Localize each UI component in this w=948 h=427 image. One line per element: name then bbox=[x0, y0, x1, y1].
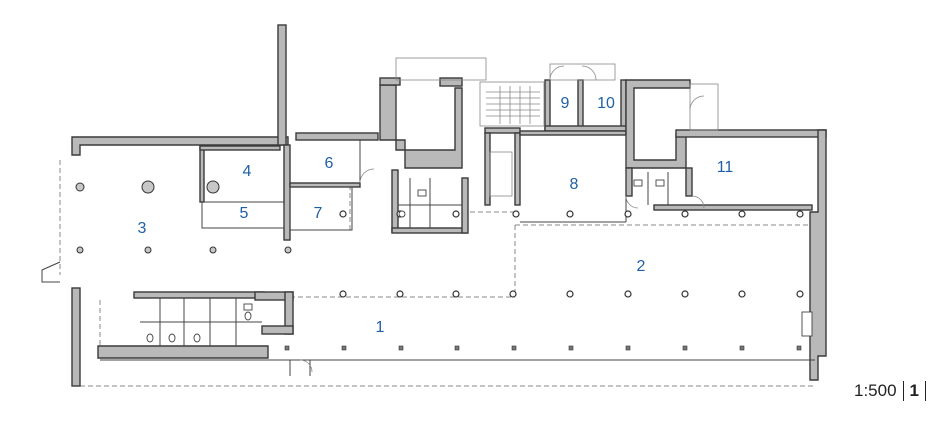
toilet-fixture bbox=[244, 311, 252, 321]
sink-fixture bbox=[417, 189, 427, 197]
sink-fixture bbox=[633, 179, 643, 187]
dashed-boundaries bbox=[59, 160, 815, 387]
room-label-7: 7 bbox=[314, 205, 323, 222]
room-label-3: 3 bbox=[138, 220, 147, 237]
post bbox=[682, 345, 688, 351]
column bbox=[512, 210, 520, 218]
post bbox=[284, 345, 290, 351]
column bbox=[339, 290, 347, 298]
scale-separator bbox=[902, 381, 904, 401]
column bbox=[509, 290, 517, 298]
room-labels: 1 2 3 4 5 6 7 8 9 10 11 bbox=[138, 95, 734, 336]
column bbox=[76, 246, 84, 254]
room-label-9: 9 bbox=[561, 95, 570, 112]
room-label-4: 4 bbox=[243, 163, 252, 180]
post bbox=[568, 345, 574, 351]
post bbox=[341, 345, 347, 351]
column bbox=[144, 246, 152, 254]
column bbox=[209, 246, 217, 254]
thin-lines bbox=[41, 57, 815, 376]
scale-ratio: 1:500 bbox=[853, 381, 897, 400]
room-label-10: 10 bbox=[597, 95, 615, 112]
column bbox=[796, 290, 804, 298]
column bbox=[796, 210, 804, 218]
column bbox=[141, 180, 155, 194]
column bbox=[681, 210, 689, 218]
room-label-11: 11 bbox=[717, 159, 734, 176]
column bbox=[284, 246, 292, 254]
round-columns bbox=[75, 180, 292, 254]
post bbox=[511, 345, 517, 351]
room-label-1: 1 bbox=[376, 319, 385, 336]
sink-fixture bbox=[243, 303, 253, 311]
room-label-8: 8 bbox=[570, 176, 579, 193]
post bbox=[398, 345, 404, 351]
column bbox=[624, 210, 632, 218]
post bbox=[796, 345, 802, 351]
post bbox=[625, 345, 631, 351]
post bbox=[739, 345, 745, 351]
scale-indicator: 1:500 1 bbox=[854, 381, 932, 401]
column bbox=[452, 210, 460, 218]
column bbox=[566, 210, 574, 218]
scale-separator-end bbox=[925, 381, 926, 401]
post bbox=[454, 345, 460, 351]
room-label-2: 2 bbox=[637, 258, 646, 275]
room-label-5: 5 bbox=[240, 205, 249, 222]
column bbox=[396, 290, 404, 298]
toilet-fixture bbox=[168, 333, 176, 343]
room-label-6: 6 bbox=[325, 155, 334, 172]
column bbox=[738, 290, 746, 298]
toilet-fixture bbox=[193, 333, 201, 343]
toilet-fixture bbox=[146, 333, 154, 343]
column bbox=[624, 290, 632, 298]
column bbox=[75, 182, 85, 192]
column bbox=[681, 290, 689, 298]
walls bbox=[71, 24, 827, 387]
ring-columns bbox=[339, 210, 804, 298]
column bbox=[738, 210, 746, 218]
column bbox=[566, 290, 574, 298]
door-swings bbox=[299, 65, 705, 373]
column bbox=[206, 180, 220, 194]
sanitary-fixtures bbox=[146, 179, 665, 343]
column bbox=[339, 210, 347, 218]
sink-fixture bbox=[655, 179, 665, 187]
square-posts bbox=[284, 345, 802, 351]
column bbox=[398, 210, 406, 218]
column bbox=[452, 290, 460, 298]
sheet-number: 1 bbox=[909, 381, 919, 400]
